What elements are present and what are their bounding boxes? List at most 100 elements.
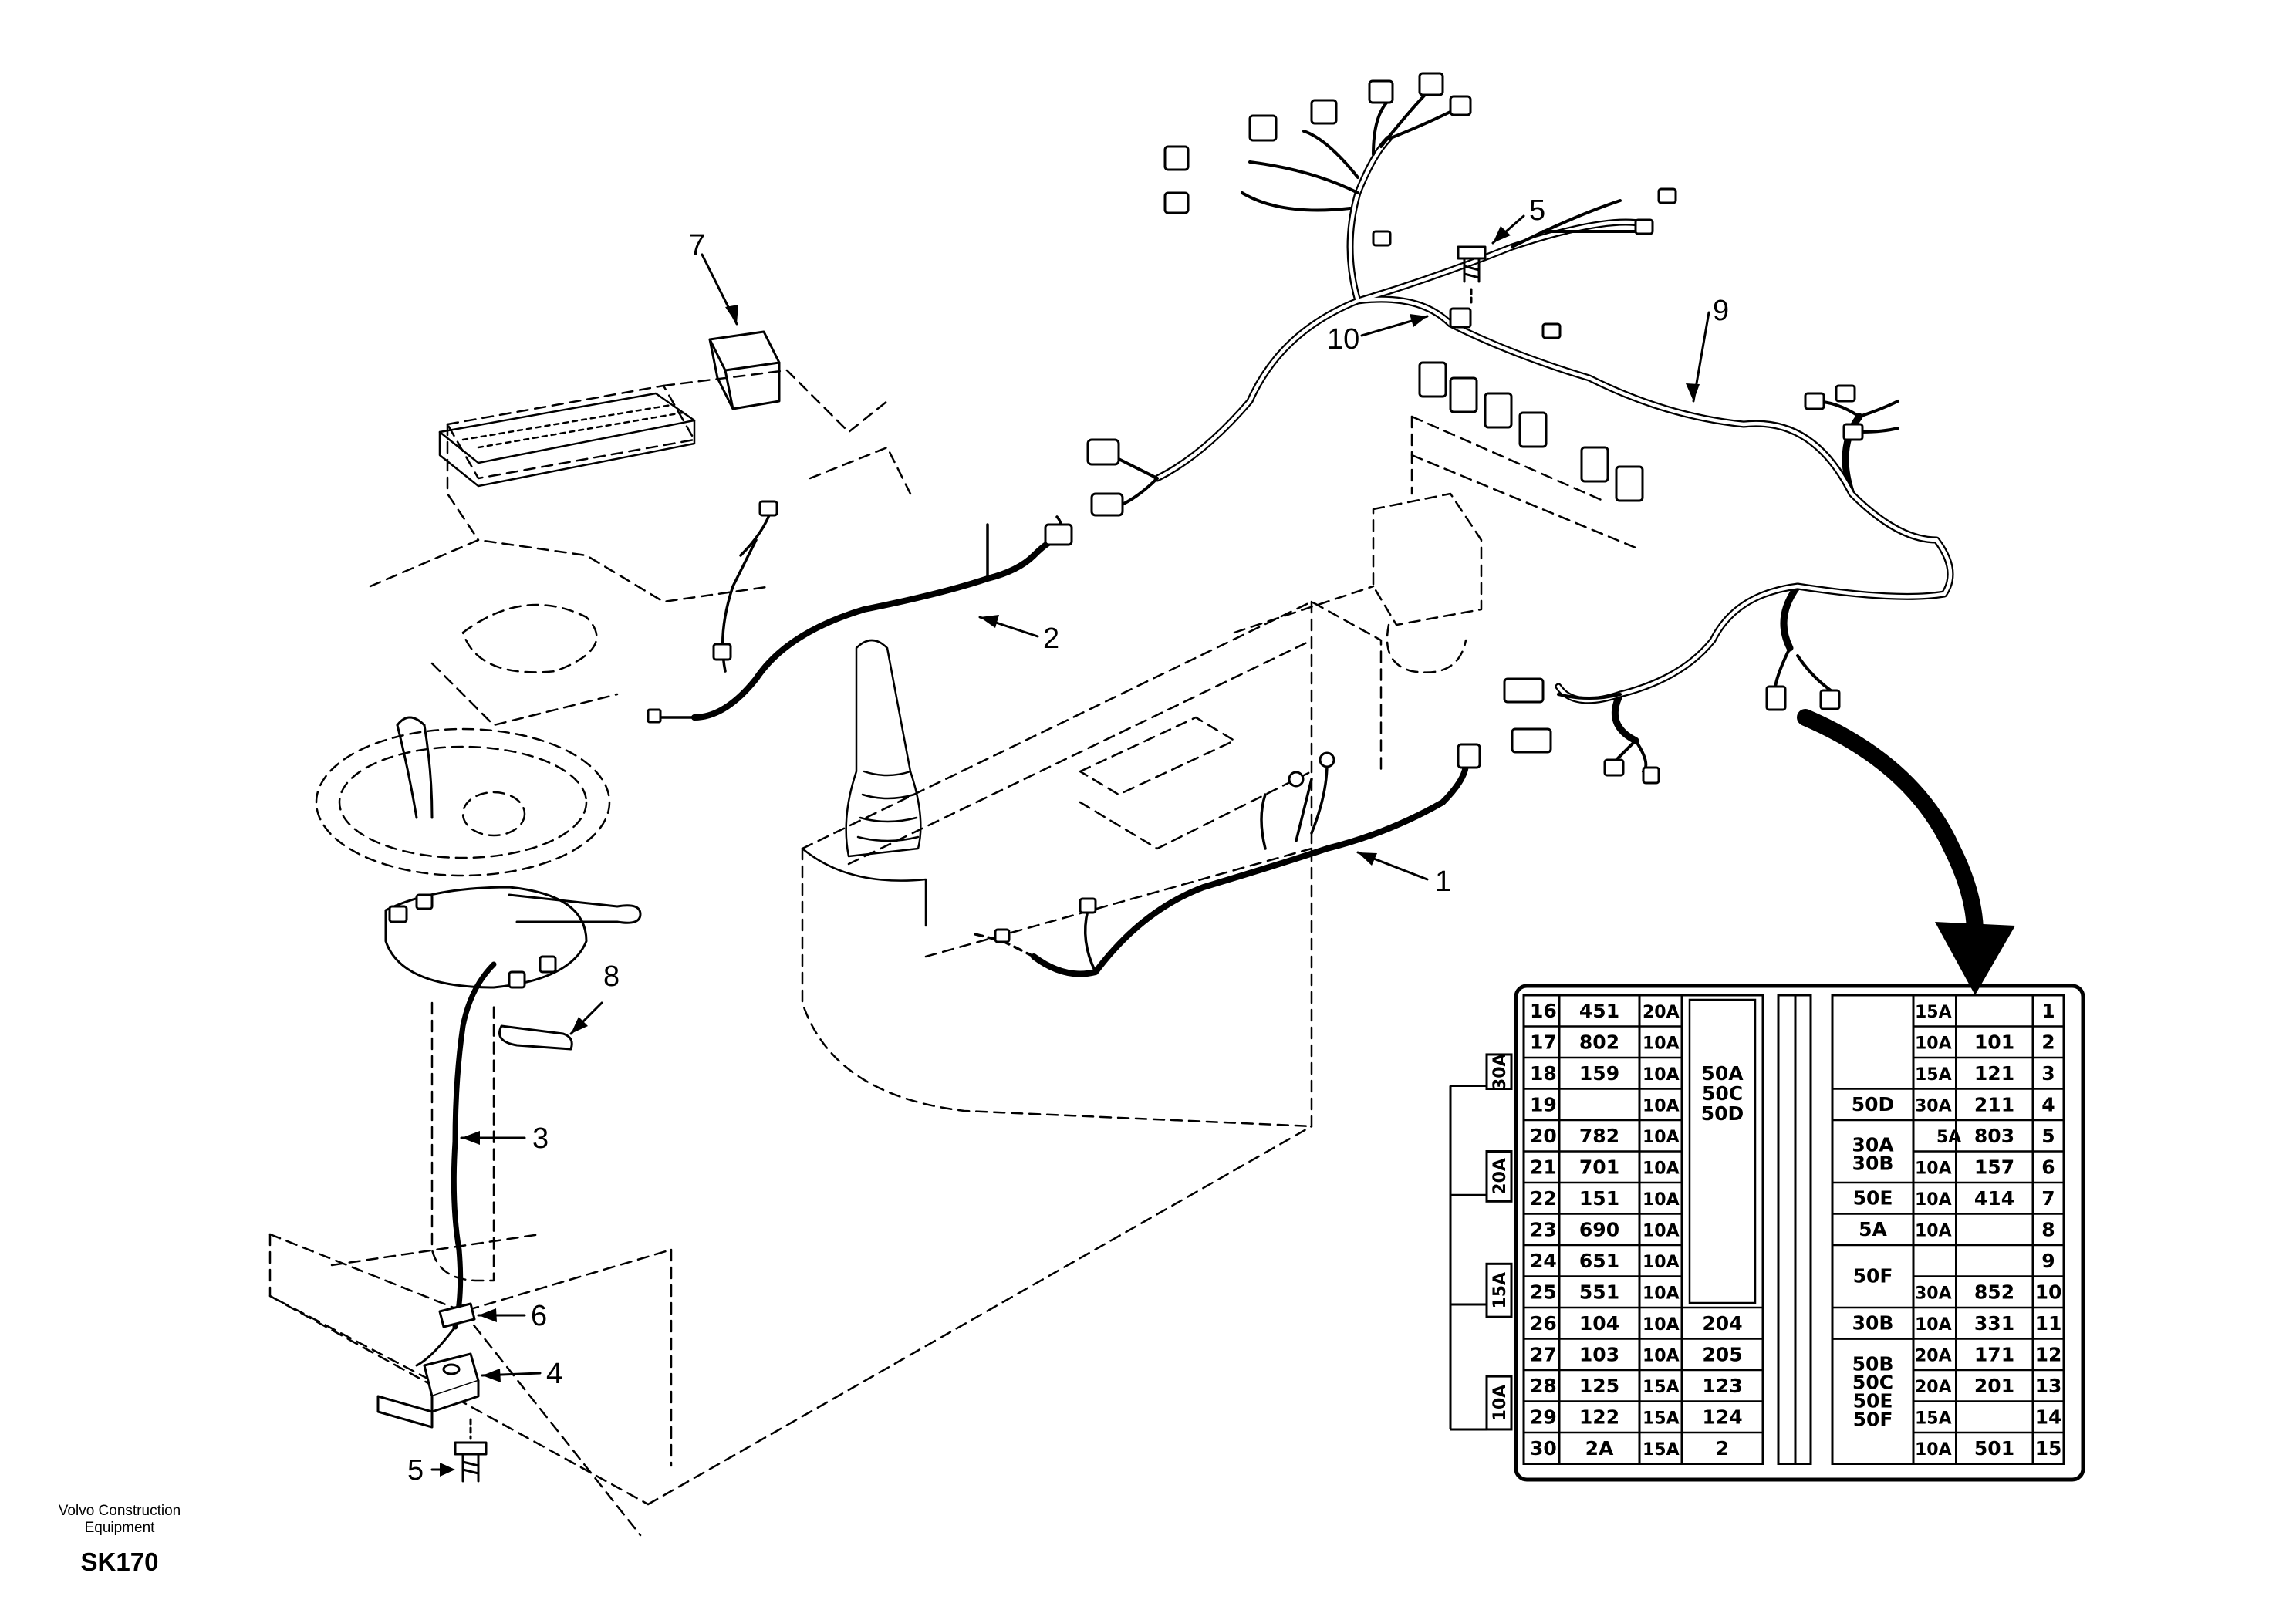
fuse-slot-number: 7 — [2041, 1187, 2055, 1210]
fuse-wire-number: 121 — [1974, 1062, 2014, 1085]
harness-9 — [1153, 135, 1954, 744]
fuse-left-table — [1522, 994, 1764, 1465]
harness-2-connectors — [647, 500, 1073, 724]
fuse-amperage: 10A — [1643, 1315, 1680, 1335]
fuse-wire-number: 451 — [1579, 1000, 1619, 1022]
fuse-wire-number: 103 — [1579, 1344, 1619, 1366]
fuse-slot-number: 27 — [1530, 1344, 1557, 1366]
fuse-group-label: 20A — [1491, 1158, 1510, 1195]
pin-item-8 — [498, 1024, 573, 1051]
fuse-slot-number: 6 — [2041, 1156, 2055, 1179]
fuse-mid-label: 50C — [1852, 1371, 1893, 1393]
fuse-amperage: 10A — [1915, 1440, 1952, 1460]
dashboard-fuse-box — [438, 392, 696, 488]
fuse-slot-number: 14 — [2035, 1406, 2062, 1429]
fuse-amperage: 10A — [1643, 1034, 1680, 1054]
fuse-wire-number: 782 — [1579, 1125, 1619, 1147]
fuse-wire-number: 803 — [1974, 1125, 2014, 1147]
fuse-wire-number: 852 — [1974, 1281, 2014, 1304]
fuse-wire-number: 171 — [1974, 1344, 2014, 1366]
fuse-amperage: 10A — [1643, 1284, 1680, 1304]
fuse-amperage: 30A — [1915, 1097, 1952, 1116]
callout-6: 6 — [531, 1300, 547, 1332]
fuse-slot-number: 28 — [1530, 1375, 1557, 1397]
fuse-slot-number: 5 — [2041, 1125, 2055, 1147]
detail-arrow — [1797, 709, 2015, 995]
fuse-slot-number: 29 — [1530, 1406, 1557, 1429]
fuse-amperage: 10A — [1915, 1315, 1952, 1335]
cab-outline — [268, 369, 1637, 1537]
fuse-mid-label: 30B — [1852, 1311, 1894, 1334]
callout-8: 8 — [603, 960, 620, 993]
harness-3 — [451, 961, 497, 1330]
callout-7: 7 — [689, 229, 705, 262]
fuse-amperage: 10A — [1643, 1222, 1680, 1241]
fuse-amperage: 5A — [1936, 1128, 1961, 1147]
fuse-amperage: 10A — [1915, 1222, 1952, 1241]
fuse-wire-number: 201 — [1974, 1375, 2014, 1397]
fuse-wire-number: 331 — [1974, 1312, 2014, 1335]
fuse-wire-number: 551 — [1579, 1281, 1619, 1304]
callout-4: 4 — [546, 1358, 562, 1390]
relay-number: 205 — [1702, 1344, 1742, 1366]
fuse-mid-label: 50F — [1853, 1408, 1893, 1430]
harness-9-connectors — [1086, 72, 1864, 785]
fuse-slot-number: 15 — [2035, 1437, 2062, 1460]
fuse-wire-number: 651 — [1579, 1250, 1619, 1272]
fuse-slot-number: 4 — [2041, 1094, 2055, 1116]
callout-5-upper: 5 — [1529, 194, 1545, 227]
fuse-right-table — [1831, 994, 2065, 1465]
fuse-amperage: 10A — [1643, 1159, 1680, 1179]
fuse-slot-number: 13 — [2035, 1375, 2062, 1397]
fuse-slot-number: 22 — [1530, 1187, 1557, 1210]
fuse-slot-number: 20 — [1530, 1125, 1557, 1147]
fuse-wire-number: 157 — [1974, 1156, 2014, 1179]
fuse-amperage: 15A — [1915, 1065, 1952, 1085]
group-label-box — [1485, 1262, 1513, 1318]
callout-2: 2 — [1043, 623, 1059, 655]
fuse-amperage: 10A — [1643, 1128, 1680, 1147]
relay-block — [1688, 998, 1757, 1304]
relay-block-label: 50C — [1702, 1082, 1743, 1105]
harness-3-connectors — [388, 893, 557, 989]
fuse-wire-number: 501 — [1974, 1437, 2014, 1460]
fuse-group-label: 15A — [1491, 1272, 1510, 1309]
fuse-amperage: 15A — [1643, 1409, 1680, 1429]
group-label-box — [1485, 1150, 1513, 1203]
fuse-wire-number: 2A — [1585, 1437, 1614, 1460]
fuse-slot-number: 21 — [1530, 1156, 1557, 1179]
harness-2 — [691, 537, 1060, 721]
fuse-slot-number: 1 — [2041, 1000, 2055, 1022]
fuse-mid-label: 50E — [1853, 1389, 1893, 1412]
relay-number: 124 — [1702, 1406, 1742, 1429]
callout-labels: 1 2 3 4 5 5 6 7 8 9 10 — [407, 194, 1729, 1487]
fuse-wire-number: 802 — [1579, 1031, 1619, 1054]
fuse-wire-number: 122 — [1579, 1406, 1619, 1429]
harness-1-branches — [971, 762, 1329, 974]
fuse-amperage: 15A — [1915, 1409, 1952, 1429]
fuse-wire-number: 414 — [1974, 1187, 2014, 1210]
fuse-wire-number: 151 — [1579, 1187, 1619, 1210]
fuse-amperage: 15A — [1915, 1003, 1952, 1022]
fuse-amperage: 10A — [1915, 1159, 1952, 1179]
fuse-mid-label: 50B — [1852, 1352, 1894, 1375]
fuse-slot-number: 8 — [2041, 1219, 2055, 1241]
group-label-box — [1485, 1053, 1513, 1090]
fuse-amperage: 10A — [1643, 1097, 1680, 1116]
title-block: Volvo Construction Equipment SK170 — [31, 1503, 208, 1577]
callout-3: 3 — [532, 1122, 549, 1155]
relay-number: 204 — [1702, 1312, 1742, 1335]
group-label-box — [1485, 1375, 1513, 1431]
harness-9-branches — [1109, 91, 1899, 773]
fuse-amperage: 20A — [1915, 1347, 1952, 1366]
fuse-panel-frame — [1514, 984, 2085, 1482]
fuse-wire-number: 125 — [1579, 1375, 1619, 1397]
fuse-slot-number: 9 — [2041, 1250, 2055, 1272]
fuse-slot-number: 25 — [1530, 1281, 1557, 1304]
fuse-amperage: 10A — [1643, 1065, 1680, 1085]
fuse-mid-label: 50F — [1853, 1265, 1893, 1288]
fuse-amperage: 10A — [1643, 1253, 1680, 1272]
fuse-mid-label: 50E — [1853, 1186, 1893, 1209]
fuse-mid-label: 30B — [1852, 1153, 1894, 1175]
